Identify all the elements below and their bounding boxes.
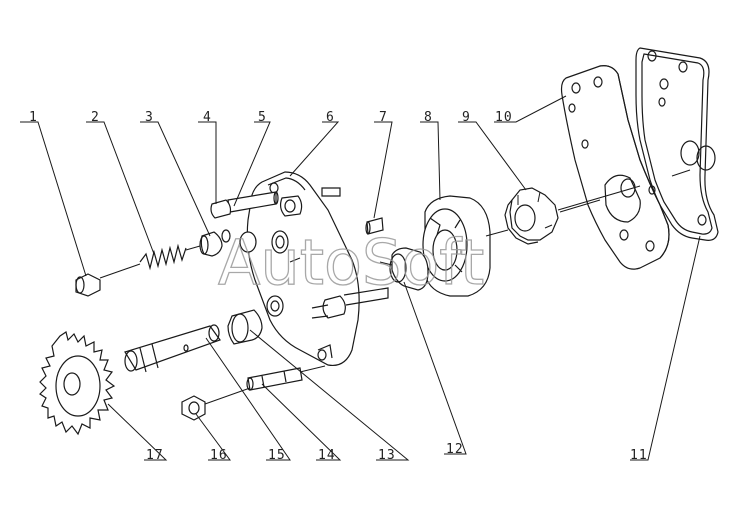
callout-11: 11	[630, 448, 648, 463]
callout-14: 14	[318, 448, 336, 463]
callout-2: 2	[91, 110, 100, 125]
callout-8: 8	[424, 110, 433, 125]
callout-15: 15	[268, 448, 286, 463]
leader-lines	[20, 95, 701, 461]
part-16-nut	[181, 387, 251, 421]
part-13-bushing	[227, 309, 263, 345]
callout-5: 5	[258, 110, 267, 125]
callout-3: 3	[145, 110, 154, 125]
assembly-axis-lines	[289, 169, 691, 263]
part-8-outer-rotor	[422, 195, 491, 297]
callout-16: 16	[210, 448, 228, 463]
callout-labels: 1 2 3 4 5 6 7 8 9 10 11 12 13 14 15 16 1…	[29, 110, 648, 463]
part-6-pump-body	[246, 171, 389, 367]
callout-9: 9	[462, 110, 471, 125]
callout-1: 1	[29, 110, 38, 125]
part-3-sleeve	[199, 231, 223, 257]
part-5-bolt	[210, 191, 279, 219]
callout-7: 7	[379, 110, 388, 125]
callout-12: 12	[446, 442, 464, 457]
part-body-seal-ring	[239, 230, 289, 254]
part-14-pin	[246, 365, 326, 391]
part-15-drive-shaft	[124, 324, 221, 373]
part-11-gasket	[635, 47, 719, 241]
part-9-inner-rotor	[504, 187, 601, 245]
part-10-pump-cover	[560, 65, 670, 270]
part-2-spring	[99, 243, 201, 279]
callout-4: 4	[203, 110, 212, 125]
part-7-dowel-pin	[365, 217, 384, 235]
callout-13: 13	[378, 448, 396, 463]
part-12-bushing	[379, 247, 429, 291]
callout-17: 17	[146, 448, 164, 463]
part-4-washer	[221, 229, 231, 243]
part-1-plug	[75, 273, 101, 297]
part-17-gear	[39, 331, 116, 436]
watermark-text: AutoSoft	[218, 226, 484, 299]
callout-10: 10	[495, 110, 513, 125]
callout-6: 6	[326, 110, 335, 125]
